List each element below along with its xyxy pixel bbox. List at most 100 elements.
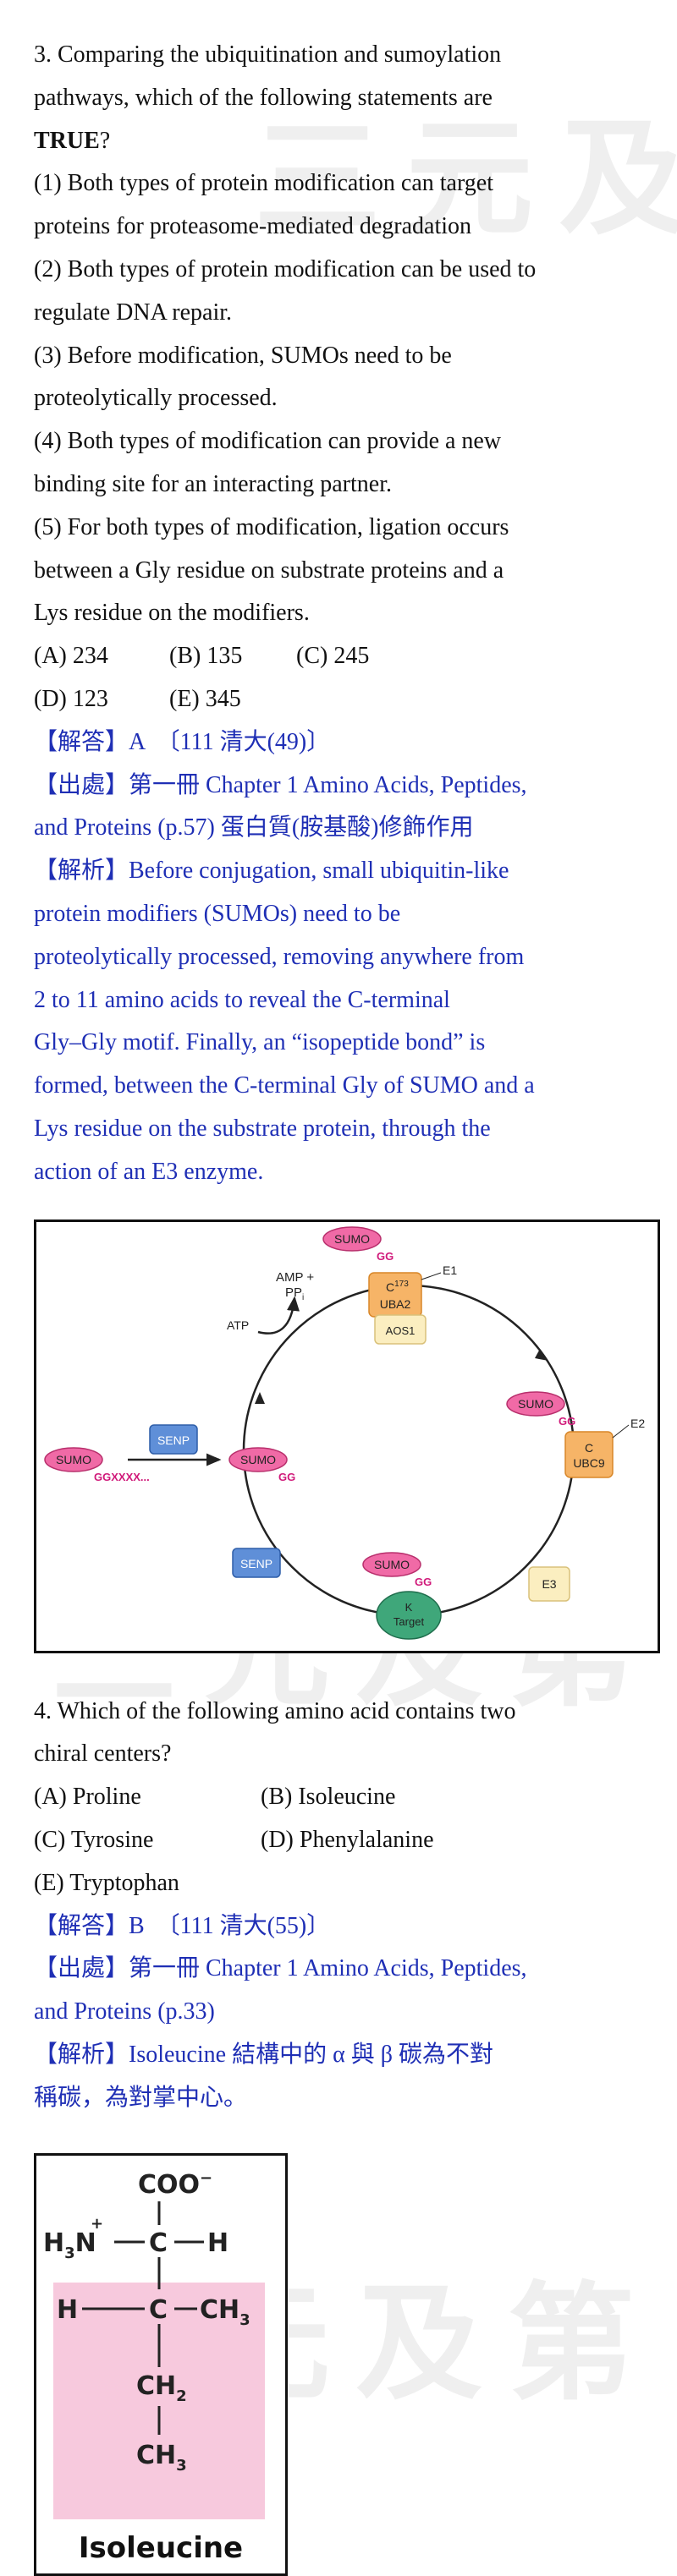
cycle-arrowhead: [535, 1348, 548, 1361]
sumo-top: [322, 1225, 382, 1252]
explanation-line: 2 to 11 amino acids to reveal the C-term…: [34, 986, 450, 1013]
source-line: 【出處】第一冊 Chapter 1 Amino Acids, Peptides,: [34, 771, 527, 798]
sumoylation-cycle-diagram: ATP AMP + PPi SUMO GG C173 UBA2 AOS1 E1 …: [44, 1225, 645, 1640]
target-protein: [376, 1590, 442, 1640]
statement-line: binding site for an interacting partner.: [34, 470, 392, 497]
explanation-line: formed, between the C-terminal Gly of SU…: [34, 1072, 535, 1099]
sumo-left: [228, 1446, 288, 1472]
statement-line: Lys residue on the modifiers.: [34, 600, 310, 627]
statement-line: between a Gly residue on substrate prote…: [34, 556, 504, 584]
senp-box-upper: [149, 1423, 198, 1455]
isoleucine-structure-figure: COO− H3N + C H H C CH3 CH2 CH3 Isoleucin…: [34, 2153, 288, 2576]
uba2-label: UBA2: [380, 1297, 411, 1311]
statement-line: (1) Both types of protein modification c…: [34, 170, 494, 197]
amino-group-label: H3N: [43, 2228, 96, 2262]
question-3: 3. Comparing the ubiquitination and sumo…: [34, 34, 652, 1194]
gg-bottom-label: GG: [415, 1576, 432, 1588]
option-c: (C) Tyrosine: [34, 1826, 154, 1853]
atp-arrow: [257, 1296, 300, 1335]
option-b: (B) Isoleucine: [261, 1784, 396, 1811]
explanation-line: 【解析】Before conjugation, small ubiquitin-…: [34, 858, 509, 885]
statement-line: proteolytically processed.: [34, 385, 278, 412]
option-c: (C) 245: [296, 643, 370, 670]
sumo-left-label: SUMO: [240, 1453, 276, 1466]
plus-charge: +: [91, 2215, 103, 2233]
explanation-line: 稱碳，為對掌中心。: [34, 2084, 248, 2111]
answer-options: (A) Proline (B) Isoleucine: [34, 1776, 652, 1819]
option-a: (A) 234: [34, 643, 108, 670]
option-d: (D) 123: [34, 685, 108, 712]
answer-options: (D) 123 (E) 345: [34, 678, 652, 721]
source-line: and Proteins (p.57) 蛋白質(胺基酸)修飾作用: [34, 814, 474, 841]
statement-line: (4) Both types of modification can provi…: [34, 428, 502, 455]
question-4: 4. Which of the following amino acid con…: [34, 1691, 652, 2120]
answer-options: (C) Tyrosine(D) Phenylalanine: [34, 1819, 652, 1862]
gg-left-label: GG: [278, 1471, 295, 1483]
terminal-methyl-group: CH3: [136, 2441, 187, 2475]
option-e: (E) 345: [169, 685, 241, 712]
e2-label: E2: [630, 1417, 645, 1430]
explanation-line: protein modifiers (SUMOs) need to be: [34, 900, 401, 927]
question-text: chiral centers?: [34, 1740, 172, 1768]
e2-leader: [612, 1424, 630, 1438]
aos1-box: [374, 1313, 427, 1345]
isoleucine-structure: COO− H3N + C H H C CH3 CH2 CH3 Isoleucin…: [43, 2169, 265, 2565]
question-text: TRUE?: [34, 120, 652, 163]
sumo-bottom: [362, 1551, 421, 1577]
carboxylate-label: COO−: [138, 2169, 212, 2200]
senp-box-lower: [232, 1547, 281, 1578]
h-atom: H: [207, 2228, 228, 2258]
amp-label: AMP +: [276, 1270, 314, 1285]
c173-label: C173: [386, 1280, 409, 1294]
e3-label: E3: [542, 1577, 556, 1591]
option-a: (A) Proline: [34, 1784, 141, 1811]
sumo-right: [506, 1390, 565, 1417]
answer-line: 【解答】A 〔111 清大(49)〕: [34, 728, 331, 755]
gg-right-label: GG: [559, 1415, 575, 1428]
statement-line: regulate DNA repair.: [34, 299, 233, 326]
c-label: C: [585, 1441, 593, 1455]
sumoylation-cycle-figure: ATP AMP + PPi SUMO GG C173 UBA2 AOS1 E1 …: [34, 1219, 660, 1653]
aos1-label: AOS1: [386, 1324, 416, 1337]
statement-line: (3) Before modification, SUMOs need to b…: [34, 342, 452, 369]
explanation-line: action of an E3 enzyme.: [34, 1158, 264, 1185]
explanation-line: proteolytically processed, removing anyw…: [34, 943, 525, 970]
true-keyword: TRUE: [34, 127, 100, 154]
option-e: (E) Tryptophan: [34, 1869, 179, 1896]
methyl-group: CH3: [200, 2295, 250, 2329]
methylene-group: CH2: [136, 2371, 187, 2405]
cycle-arrowhead: [255, 1391, 265, 1404]
target-label: Target: [394, 1615, 425, 1628]
e1-label: E1: [443, 1263, 457, 1277]
k-label: K: [405, 1601, 413, 1614]
beta-carbon: C: [149, 2295, 168, 2325]
statement-line: (5) For both types of modification, liga…: [34, 513, 509, 540]
atp-label: ATP: [227, 1318, 249, 1332]
e1-leader: [421, 1272, 442, 1280]
question-mark: ?: [99, 127, 111, 154]
ppi-label: PPi: [285, 1285, 304, 1302]
answer-line: 【解答】B 〔111 清大(55)〕: [34, 1912, 331, 1939]
e3-box: [528, 1565, 570, 1602]
ubc9-box: [564, 1430, 614, 1478]
explanation-line: Lys residue on the substrate protein, th…: [34, 1115, 491, 1142]
sumo-precursor: [44, 1446, 103, 1472]
alpha-carbon: C: [149, 2228, 168, 2258]
ubc9-label: UBC9: [573, 1456, 605, 1470]
source-line: and Proteins (p.33): [34, 1998, 215, 2025]
question-text: 3. Comparing the ubiquitination and sumo…: [34, 41, 502, 68]
h-atom: H: [57, 2295, 78, 2325]
molecule-name: Isoleucine: [79, 2531, 243, 2565]
explanation-line: Gly–Gly motif. Finally, an “isopeptide b…: [34, 1029, 486, 1056]
explanation-line: 【解析】Isoleucine 結構中的 α 與 β 碳為不對: [34, 2041, 493, 2068]
statement-line: (2) Both types of protein modification c…: [34, 255, 537, 282]
gg-top-label: GG: [377, 1250, 394, 1263]
sumo-top-label: SUMO: [334, 1232, 370, 1246]
statement-line: proteins for proteasome-mediated degrada…: [34, 213, 472, 240]
sumo-bottom-label: SUMO: [374, 1558, 410, 1571]
sumo-right-label: SUMO: [518, 1397, 553, 1411]
question-text: pathways, which of the following stateme…: [34, 84, 493, 111]
answer-options: (A) 234 (B) 135 (C) 245: [34, 635, 652, 678]
document-page: 3. Comparing the ubiquitination and sumo…: [34, 34, 660, 2576]
option-b: (B) 135: [169, 643, 243, 670]
